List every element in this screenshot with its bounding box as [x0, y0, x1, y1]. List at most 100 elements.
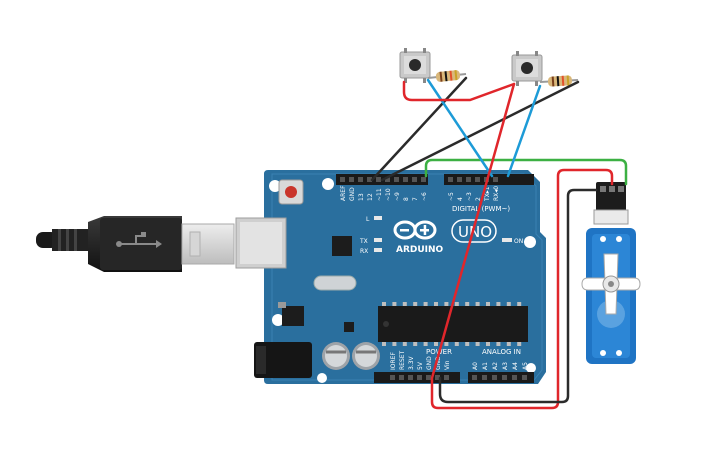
- pin-label: A3: [502, 362, 509, 370]
- pin-label: RX◂0: [493, 186, 500, 201]
- power-jack: [254, 342, 312, 378]
- pin-hole[interactable]: [493, 177, 498, 182]
- pin-label: A2: [492, 362, 499, 370]
- led-l: [374, 216, 382, 220]
- pin-hole[interactable]: [522, 375, 527, 380]
- pin-label: ~9: [394, 192, 401, 201]
- pin-label: 13: [358, 193, 365, 201]
- servo-motor[interactable]: [581, 182, 641, 364]
- pin-hole[interactable]: [448, 177, 453, 182]
- digital-label: DIGITAL (PWM~): [452, 205, 510, 213]
- reset-button[interactable]: [278, 179, 304, 205]
- pin-label: GND: [349, 187, 356, 201]
- pin-hole[interactable]: [376, 177, 381, 182]
- pin-label: ~6: [421, 192, 428, 201]
- pin-label: A4: [512, 362, 519, 370]
- pin-label: GND: [435, 356, 442, 370]
- pin-hole[interactable]: [390, 375, 395, 380]
- pin-label: 5V: [417, 361, 424, 370]
- pin-label: ~5: [448, 192, 455, 201]
- pushbutton-2[interactable]: [511, 51, 543, 86]
- pin-hole[interactable]: [421, 177, 426, 182]
- led-l-label: L: [366, 216, 370, 223]
- brand-text: ARDUINO: [396, 245, 444, 255]
- pin-hole[interactable]: [457, 177, 462, 182]
- pin-label: 2: [475, 197, 482, 201]
- pin-label: ~3: [466, 192, 473, 201]
- pin-label: ~11: [376, 188, 383, 201]
- model-text: UNO: [458, 223, 492, 241]
- pin-label: ~10: [385, 188, 392, 201]
- wire-black-gnd-2[interactable]: [380, 80, 580, 182]
- pin-label: A5: [522, 362, 529, 370]
- resistor-1[interactable]: [427, 70, 467, 82]
- usb-cable[interactable]: [36, 216, 235, 272]
- pin-hole[interactable]: [358, 177, 363, 182]
- pin-hole[interactable]: [408, 375, 413, 380]
- pin-label: AREF: [340, 185, 347, 201]
- pin-label: Vin: [444, 360, 451, 370]
- pin-hole[interactable]: [426, 375, 431, 380]
- pin-hole[interactable]: [475, 177, 480, 182]
- wire-black-gnd-1[interactable]: [370, 76, 468, 182]
- pin-label: 8: [403, 197, 410, 201]
- bottom-pin-holes: [390, 375, 527, 380]
- pin-label: A1: [482, 362, 489, 370]
- pin-hole[interactable]: [435, 375, 440, 380]
- pin-label: 4: [457, 197, 464, 201]
- wire-blue-button-1[interactable]: [426, 78, 494, 178]
- resistor-2[interactable]: [539, 75, 579, 87]
- led-on: [502, 238, 512, 242]
- pin-hole[interactable]: [512, 375, 517, 380]
- wire-black-servo[interactable]: [438, 188, 598, 404]
- wire-blue-button-2[interactable]: [506, 84, 542, 178]
- led-tx: [374, 238, 382, 242]
- pin-label: 7: [412, 197, 419, 201]
- wires: [370, 76, 628, 410]
- pin-hole[interactable]: [482, 375, 487, 380]
- chip-pins-top: [382, 302, 522, 306]
- pin-hole[interactable]: [349, 177, 354, 182]
- led-tx-label: TX: [359, 238, 368, 245]
- wire-green-signal[interactable]: [424, 158, 628, 186]
- led-on-label: ON: [514, 238, 523, 245]
- pin-hole[interactable]: [466, 177, 471, 182]
- pin-label: GND: [426, 356, 433, 370]
- pin-hole[interactable]: [399, 375, 404, 380]
- atmega-chip: [378, 306, 528, 342]
- infinity-icon: [393, 220, 437, 240]
- arduino-logo: ARDUINO UNO: [393, 219, 497, 255]
- pin-label: 12: [367, 193, 374, 201]
- pin-label: A0: [472, 362, 479, 370]
- pin-hole[interactable]: [412, 177, 417, 182]
- pin-hole[interactable]: [403, 177, 408, 182]
- pin-hole[interactable]: [444, 375, 449, 380]
- led-rx-label: RX: [360, 248, 368, 255]
- pin-hole[interactable]: [340, 177, 345, 182]
- pin-hole[interactable]: [472, 375, 477, 380]
- pin-hole[interactable]: [394, 177, 399, 182]
- usb-symbol-icon: [116, 232, 162, 248]
- chip-pins-bottom: [382, 342, 522, 346]
- pushbutton-1[interactable]: [399, 48, 431, 83]
- wire-red-buttons[interactable]: [402, 80, 516, 102]
- pin-label: TX▸1: [484, 186, 491, 202]
- pin-hole[interactable]: [385, 177, 390, 182]
- pin-hole[interactable]: [367, 177, 372, 182]
- pin-label: 3.3V: [408, 355, 415, 370]
- led-rx: [374, 248, 382, 252]
- capacitor-1: [322, 342, 350, 370]
- capacitor-2: [352, 342, 380, 370]
- pin-hole[interactable]: [417, 375, 422, 380]
- header-analog: [468, 372, 534, 383]
- analog-label: ANALOG IN: [482, 348, 521, 356]
- crystal: [313, 275, 357, 291]
- pin-hole[interactable]: [502, 375, 507, 380]
- servo-horn[interactable]: [581, 253, 641, 315]
- pin-hole[interactable]: [492, 375, 497, 380]
- regulator: [282, 306, 304, 326]
